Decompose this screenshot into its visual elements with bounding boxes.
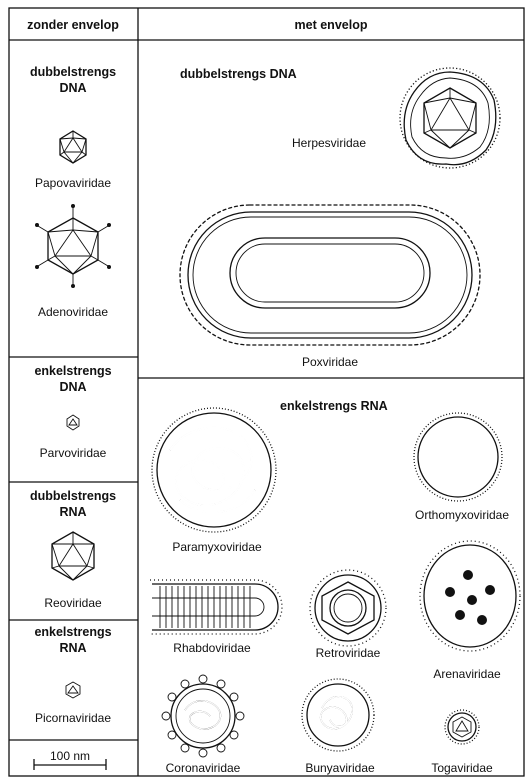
family-label-picornaviridae: Picornaviridae [35,711,111,725]
family-label-rhabdoviridae: Rhabdoviridae [173,641,251,655]
paramyxovirus-icon [152,408,276,532]
header-zonder-envelop: zonder envelop [27,18,119,32]
family-label-herpesviridae: Herpesviridae [292,136,366,150]
adenovirus-icon [35,204,111,288]
left-section-title: enkelstrengs [34,625,111,639]
family-label-orthomyxoviridae: Orthomyxoviridae [415,508,509,522]
left-section-title: dubbelstrengs [30,65,116,79]
left-section-title: DNA [59,81,86,95]
left-section-title: RNA [59,505,86,519]
reovirus-icon [52,532,94,580]
rhabdovirus-icon [150,580,282,634]
family-label-coronaviridae: Coronaviridae [166,761,241,775]
family-label-poxviridae: Poxviridae [302,355,358,369]
left-section-title: RNA [59,641,86,655]
coronavirus-icon [162,675,244,757]
herpesvirus-icon [400,68,500,168]
right-section-title-dsdna: dubbelstrengs DNA [180,67,297,81]
family-label-paramyxoviridae: Paramyxoviridae [172,540,262,554]
header-met-envelop: met envelop [295,18,368,32]
picornavirus-icon [66,682,80,698]
retrovirus-icon [310,570,386,646]
arenavirus-icon [420,541,520,651]
family-label-arenaviridae: Arenaviridae [433,667,501,681]
family-label-reoviridae: Reoviridae [44,596,102,610]
family-label-adenoviridae: Adenoviridae [38,305,108,319]
togavirus-icon [445,710,479,744]
parvovirus-icon [67,415,79,430]
right-section-title-ssrna: enkelstrengs RNA [280,399,388,413]
left-section-title: dubbelstrengs [30,489,116,503]
family-label-parvoviridae: Parvoviridae [40,446,107,460]
bunyavirus-icon [302,679,374,751]
papovavirus-icon [60,131,86,163]
family-label-bunyaviridae: Bunyaviridae [305,761,375,775]
scale-bar: 100 nm [34,749,106,770]
family-label-retroviridae: Retroviridae [316,646,381,660]
left-section-title: enkelstrengs [34,364,111,378]
orthomyxovirus-icon [414,413,502,501]
left-section-title: DNA [59,380,86,394]
scale-bar-label: 100 nm [50,749,90,763]
poxvirus-icon [180,205,480,345]
family-label-papovaviridae: Papovaviridae [35,176,111,190]
family-label-togaviridae: Togaviridae [431,761,493,775]
